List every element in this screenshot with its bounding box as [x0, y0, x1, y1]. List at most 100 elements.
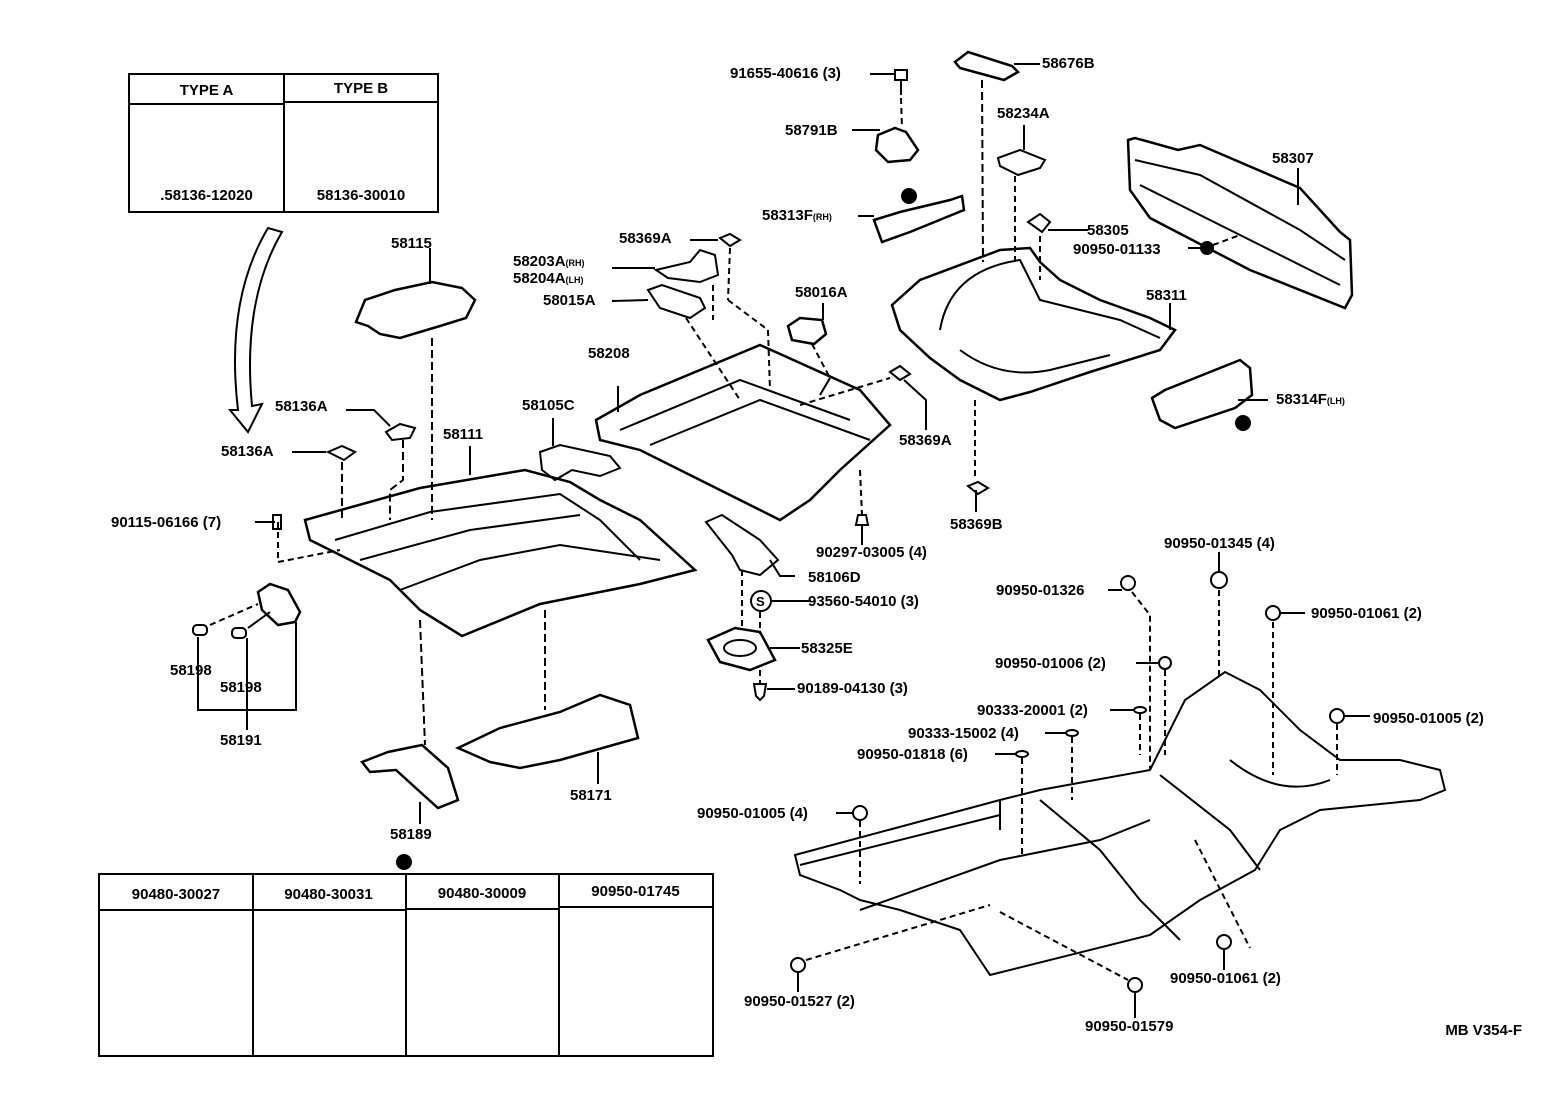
part-58208-rear-floor: [594, 343, 892, 522]
label-90950-01579[interactable]: 90950-01579: [1085, 1018, 1174, 1035]
label-90950-01005-b[interactable]: 90950-01005 (4): [697, 805, 808, 822]
label-58791B[interactable]: 58791B: [785, 122, 838, 139]
s-mark-label: S: [756, 594, 765, 609]
label-90950-01061-a[interactable]: 90950-01061 (2): [1311, 605, 1422, 622]
plug-column-4: 90950-01745: [559, 875, 712, 1055]
part-58136A-clip-1: [384, 422, 417, 442]
label-58204A-lh[interactable]: 58204A(LH): [513, 271, 584, 288]
label-58369A-mid[interactable]: 58369A: [899, 432, 952, 449]
curved-arrow-icon: [227, 226, 284, 434]
plug-90950-01326: [1120, 575, 1136, 591]
part-58136A-clip-2: [325, 444, 357, 462]
label-58016A[interactable]: 58016A: [795, 284, 848, 301]
filled-dot-icon: [1235, 415, 1251, 431]
plug-table: 90480-30027 90480-30031 90480-30009 9095…: [98, 873, 714, 1057]
plug-90950-01527: [790, 957, 806, 973]
label-90950-01133[interactable]: 90950-01133: [1073, 241, 1161, 258]
label-90115-06166[interactable]: 90115-06166 (7): [111, 514, 222, 531]
plug-header-2[interactable]: 90480-30031: [252, 875, 405, 911]
plug-column-1: 90480-30027: [100, 875, 254, 1055]
type-b-column: TYPE B 58136-30010: [285, 75, 437, 211]
label-58136A-2[interactable]: 58136A: [221, 443, 274, 460]
part-58305: [1026, 212, 1052, 234]
type-b-part-number[interactable]: 58136-30010: [316, 187, 406, 204]
label-58203A-text: 58203A: [513, 253, 566, 270]
label-58325E[interactable]: 58325E: [801, 640, 853, 657]
label-90950-01345[interactable]: 90950-01345 (4): [1164, 535, 1275, 552]
filled-dot-icon: [901, 188, 917, 204]
plug-column-3: 90480-30009: [406, 875, 560, 1055]
label-90950-01326[interactable]: 90950-01326: [996, 582, 1085, 599]
label-58676B[interactable]: 58676B: [1042, 55, 1095, 72]
plug-90950-01818: [1015, 750, 1029, 758]
part-58369B-clip: [966, 480, 990, 496]
label-90189-04130[interactable]: 90189-04130 (3): [797, 680, 908, 697]
plug-90950-01061-a: [1265, 605, 1281, 621]
part-58313F-rh: [872, 194, 966, 244]
label-58208[interactable]: 58208: [588, 345, 630, 362]
label-58105C[interactable]: 58105C: [522, 397, 575, 414]
label-90950-01006[interactable]: 90950-01006 (2): [995, 655, 1106, 672]
plug-90333-15002: [1065, 729, 1079, 737]
label-58015A[interactable]: 58015A: [543, 292, 596, 309]
label-90950-01527[interactable]: 90950-01527 (2): [744, 993, 855, 1010]
part-58198-bushing-1: [192, 624, 208, 636]
type-a-part-number[interactable]: .58136-12020: [160, 187, 253, 204]
plug-header-4[interactable]: 90950-01745: [559, 875, 712, 908]
plug-header-3[interactable]: 90480-30009: [406, 875, 558, 910]
label-58198-1[interactable]: 58198: [170, 662, 212, 679]
label-58307[interactable]: 58307: [1272, 150, 1314, 167]
part-58189: [359, 743, 460, 810]
part-58115-shape: [354, 280, 477, 340]
type-a-column: TYPE A .58136-12020: [130, 75, 285, 211]
part-58106D: [704, 513, 780, 577]
label-90333-15002[interactable]: 90333-15002 (4): [908, 725, 1019, 742]
label-58198-2[interactable]: 58198: [220, 679, 262, 696]
label-58314F-suffix: (LH): [1326, 396, 1345, 406]
label-58189[interactable]: 58189: [390, 826, 432, 843]
plug-header-1[interactable]: 90480-30027: [100, 875, 252, 911]
label-58311[interactable]: 58311: [1146, 287, 1187, 304]
label-58313F-suffix: (RH): [812, 212, 832, 222]
label-58111[interactable]: 58111: [443, 426, 484, 443]
plug-90950-01005-a: [1329, 708, 1345, 724]
label-58369A-top[interactable]: 58369A: [619, 230, 672, 247]
label-58171[interactable]: 58171: [570, 787, 612, 804]
label-58314F-lh[interactable]: 58314F(LH): [1276, 392, 1345, 409]
label-58305[interactable]: 58305: [1087, 222, 1129, 239]
diagram-code: MB V354-F: [1445, 1022, 1522, 1039]
part-58111-floor-pan: [303, 468, 698, 638]
label-91655-40616[interactable]: 91655-40616 (3): [730, 65, 841, 82]
label-58203A-suffix: (RH): [565, 258, 585, 268]
label-58313F-text: 58313F: [762, 207, 813, 224]
part-58311-trunk: [890, 246, 1177, 402]
label-58234A[interactable]: 58234A: [997, 105, 1050, 122]
label-58115[interactable]: 58115: [391, 235, 432, 252]
label-90333-20001[interactable]: 90333-20001 (2): [977, 702, 1088, 719]
plug-90950-01061-b: [1216, 934, 1232, 950]
label-58369B[interactable]: 58369B: [950, 516, 1003, 533]
type-a-header: TYPE A: [130, 75, 283, 105]
part-58325E: [706, 626, 777, 672]
plug-column-2: 90480-30031: [252, 875, 407, 1055]
label-93560-54010[interactable]: 93560-54010 (3): [808, 593, 919, 610]
label-90950-01818[interactable]: 90950-01818 (6): [857, 746, 968, 763]
plug-90950-01006: [1158, 656, 1172, 670]
label-58313F-rh[interactable]: 58313F(RH): [762, 208, 832, 225]
type-table: TYPE A .58136-12020 TYPE B 58136-30010: [128, 73, 439, 213]
part-58314F-lh: [1150, 358, 1254, 430]
label-90950-01005-a[interactable]: 90950-01005 (2): [1373, 710, 1484, 727]
label-90950-01061-b[interactable]: 90950-01061 (2): [1170, 970, 1281, 987]
label-58136A-1[interactable]: 58136A: [275, 398, 328, 415]
label-90297-03005[interactable]: 90297-03005 (4): [816, 544, 927, 561]
grommet-90950-01133: [1200, 241, 1214, 255]
plug-90333-20001: [1133, 706, 1147, 714]
part-58191-bracket: [256, 582, 302, 627]
part-58369A-clip-mid: [888, 364, 912, 382]
label-58203A-rh[interactable]: 58203A(RH): [513, 254, 585, 271]
part-58016A: [786, 316, 828, 346]
type-b-header: TYPE B: [285, 75, 437, 103]
label-58106D[interactable]: 58106D: [808, 569, 861, 586]
part-58203A: [653, 248, 720, 284]
label-58191[interactable]: 58191: [220, 732, 262, 749]
